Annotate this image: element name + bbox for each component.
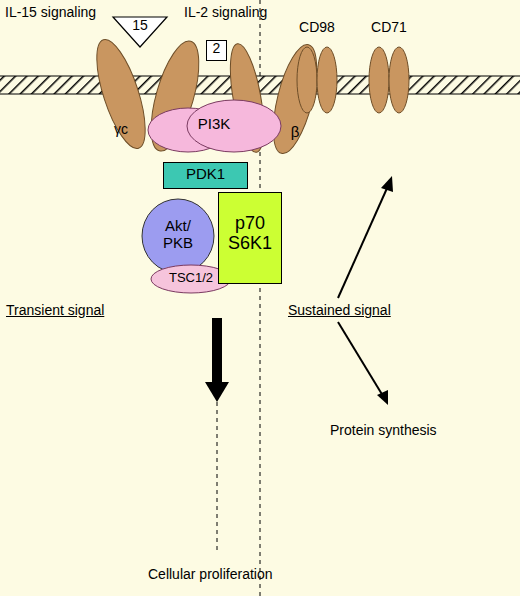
node-label: γc — [114, 122, 128, 154]
cd71-receptor: CD71 — [362, 20, 416, 116]
proliferation-arrow-head — [205, 382, 229, 402]
gamma-c-receptor: γc — [92, 34, 150, 154]
section-title: IL-15 signaling — [5, 4, 96, 20]
outcome-label: Protein synthesis — [330, 422, 437, 438]
node-label: PDK1 — [186, 166, 225, 189]
arrow-head — [377, 390, 388, 405]
node-label: 15 — [132, 18, 148, 48]
akt-circle: Akt/ PKB — [141, 198, 215, 274]
section-title: IL-2 signaling — [184, 4, 267, 20]
signal-label: Transient signal — [6, 302, 104, 318]
sustained-arrow-down — [338, 322, 383, 396]
proliferation-dashed-line — [217, 402, 218, 550]
node-label: β — [291, 124, 300, 158]
node-label: 2 — [213, 41, 221, 61]
proliferation-arrow-shaft — [212, 318, 222, 384]
node-label: PI3K — [198, 116, 231, 154]
node-label: TSC1/2 — [169, 271, 213, 294]
il2-ligand: 2 — [206, 40, 227, 61]
outcome-label: Cellular proliferation — [148, 566, 273, 582]
sustained-arrow-up — [338, 186, 388, 298]
node-label: CD71 — [371, 20, 407, 116]
pi3k-enzyme: PI3K — [146, 98, 282, 154]
node-label: CD98 — [299, 20, 335, 116]
p70s6k1-box: p70 S6K1 — [218, 192, 282, 284]
arrow-head — [381, 176, 393, 192]
signal-label: Sustained signal — [288, 302, 391, 318]
node-label: p70 S6K1 — [222, 214, 278, 284]
cd98-receptor: CD98 — [290, 20, 344, 116]
il15-ligand: 15 — [112, 16, 168, 48]
pdk1-box: PDK1 — [163, 162, 248, 189]
